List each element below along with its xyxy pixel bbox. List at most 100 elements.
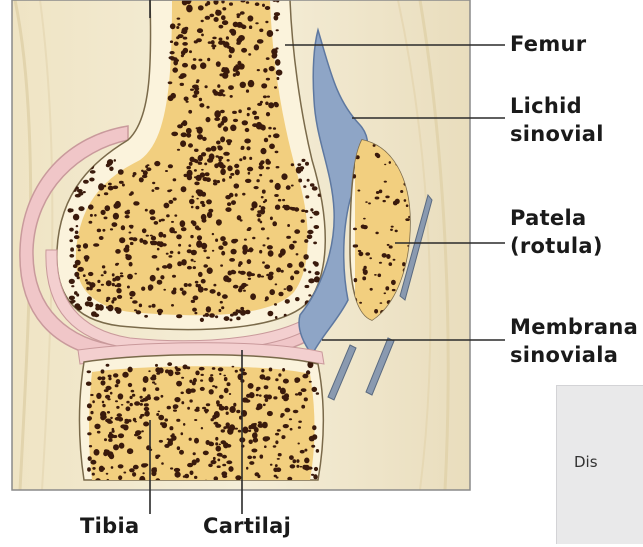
bone-pore <box>392 289 396 291</box>
bone-pore <box>257 210 262 213</box>
bone-pore <box>201 427 203 429</box>
bone-pore <box>238 109 242 113</box>
bone-pore <box>247 227 251 231</box>
bone-pore <box>216 400 220 404</box>
bone-pore <box>152 381 155 383</box>
bone-pore <box>189 399 192 402</box>
bone-pore <box>127 448 133 454</box>
bone-pore <box>248 278 251 280</box>
bone-pore <box>236 317 240 321</box>
bone-pore <box>301 209 305 212</box>
bone-pore <box>137 436 142 440</box>
bone-pore <box>268 135 271 138</box>
bone-pore <box>226 422 230 426</box>
bone-pore <box>294 270 300 274</box>
bone-pore <box>86 382 92 386</box>
bone-pore <box>206 199 212 204</box>
bone-pore <box>269 368 273 372</box>
bone-pore <box>123 247 129 253</box>
label-patela-line1: Patela <box>510 204 603 232</box>
bone-pore <box>259 174 262 176</box>
bone-pore <box>384 164 386 165</box>
bone-pore <box>110 228 113 230</box>
bone-pore <box>217 465 221 468</box>
bone-pore <box>290 276 294 281</box>
bone-pore <box>125 215 130 218</box>
bone-pore <box>177 446 180 450</box>
bone-pore <box>258 423 264 428</box>
bone-pore <box>257 274 261 278</box>
bone-pore <box>116 379 121 384</box>
bone-pore <box>384 181 387 183</box>
bone-pore <box>162 265 168 269</box>
bone-pore <box>274 86 277 88</box>
bone-pore <box>219 164 225 168</box>
bone-pore <box>291 185 294 187</box>
bone-pore <box>251 449 257 453</box>
bone-pore <box>186 128 192 134</box>
bone-pore <box>303 185 306 188</box>
bone-pore <box>274 303 277 306</box>
bone-pore <box>198 59 202 62</box>
bone-pore <box>141 287 145 291</box>
bone-pore <box>363 269 368 275</box>
bone-pore <box>275 151 279 154</box>
bone-pore <box>211 460 217 464</box>
bone-pore <box>201 374 204 376</box>
bone-pore <box>247 259 252 264</box>
bone-pore <box>238 430 241 433</box>
bone-pore <box>158 415 164 421</box>
bone-pore <box>208 464 213 468</box>
bone-pore <box>69 296 75 301</box>
bone-pore <box>126 401 129 404</box>
bone-pore <box>180 83 184 86</box>
bone-pore <box>211 418 214 421</box>
bone-pore <box>235 428 238 430</box>
bone-pore <box>125 210 131 214</box>
bone-pore <box>299 261 304 267</box>
bone-pore <box>247 107 251 110</box>
bone-pore <box>102 401 104 404</box>
bone-pore <box>116 406 119 409</box>
bone-pore <box>200 172 205 177</box>
bone-pore <box>133 465 139 470</box>
bone-pore <box>161 395 164 398</box>
bone-pore <box>101 380 106 385</box>
bone-pore <box>227 202 231 206</box>
bone-pore <box>78 267 84 272</box>
bone-pore <box>150 216 156 220</box>
bone-pore <box>308 271 311 274</box>
bone-pore <box>115 276 121 281</box>
bone-pore <box>206 440 210 445</box>
bone-pore <box>196 81 199 83</box>
bone-pore <box>200 318 204 322</box>
bone-pore <box>115 249 121 254</box>
bone-pore <box>121 225 125 230</box>
bone-pore <box>375 232 378 235</box>
bone-pore <box>374 309 378 314</box>
bone-pore <box>208 41 212 44</box>
bone-pore <box>225 207 231 212</box>
bone-pore <box>87 432 91 435</box>
bone-pore <box>87 403 92 408</box>
bone-pore <box>73 214 79 221</box>
bone-pore <box>255 2 260 6</box>
bone-pore <box>226 444 229 447</box>
bone-pore <box>237 23 240 25</box>
bone-pore <box>289 455 294 460</box>
bone-pore <box>144 403 149 406</box>
bone-pore <box>384 292 387 294</box>
bone-pore <box>227 159 230 162</box>
bone-pore <box>245 128 250 132</box>
bone-pore <box>278 373 281 377</box>
bone-pore <box>203 264 208 268</box>
label-lichid-sinovial: Lichid sinovial <box>510 92 604 148</box>
bone-pore <box>195 206 199 210</box>
bone-pore <box>300 466 303 468</box>
bone-pore <box>267 96 270 98</box>
bone-pore <box>143 387 147 391</box>
bone-pore <box>156 268 159 271</box>
bone-pore <box>286 185 291 190</box>
bone-pore <box>182 290 187 295</box>
bone-pore <box>104 389 109 392</box>
